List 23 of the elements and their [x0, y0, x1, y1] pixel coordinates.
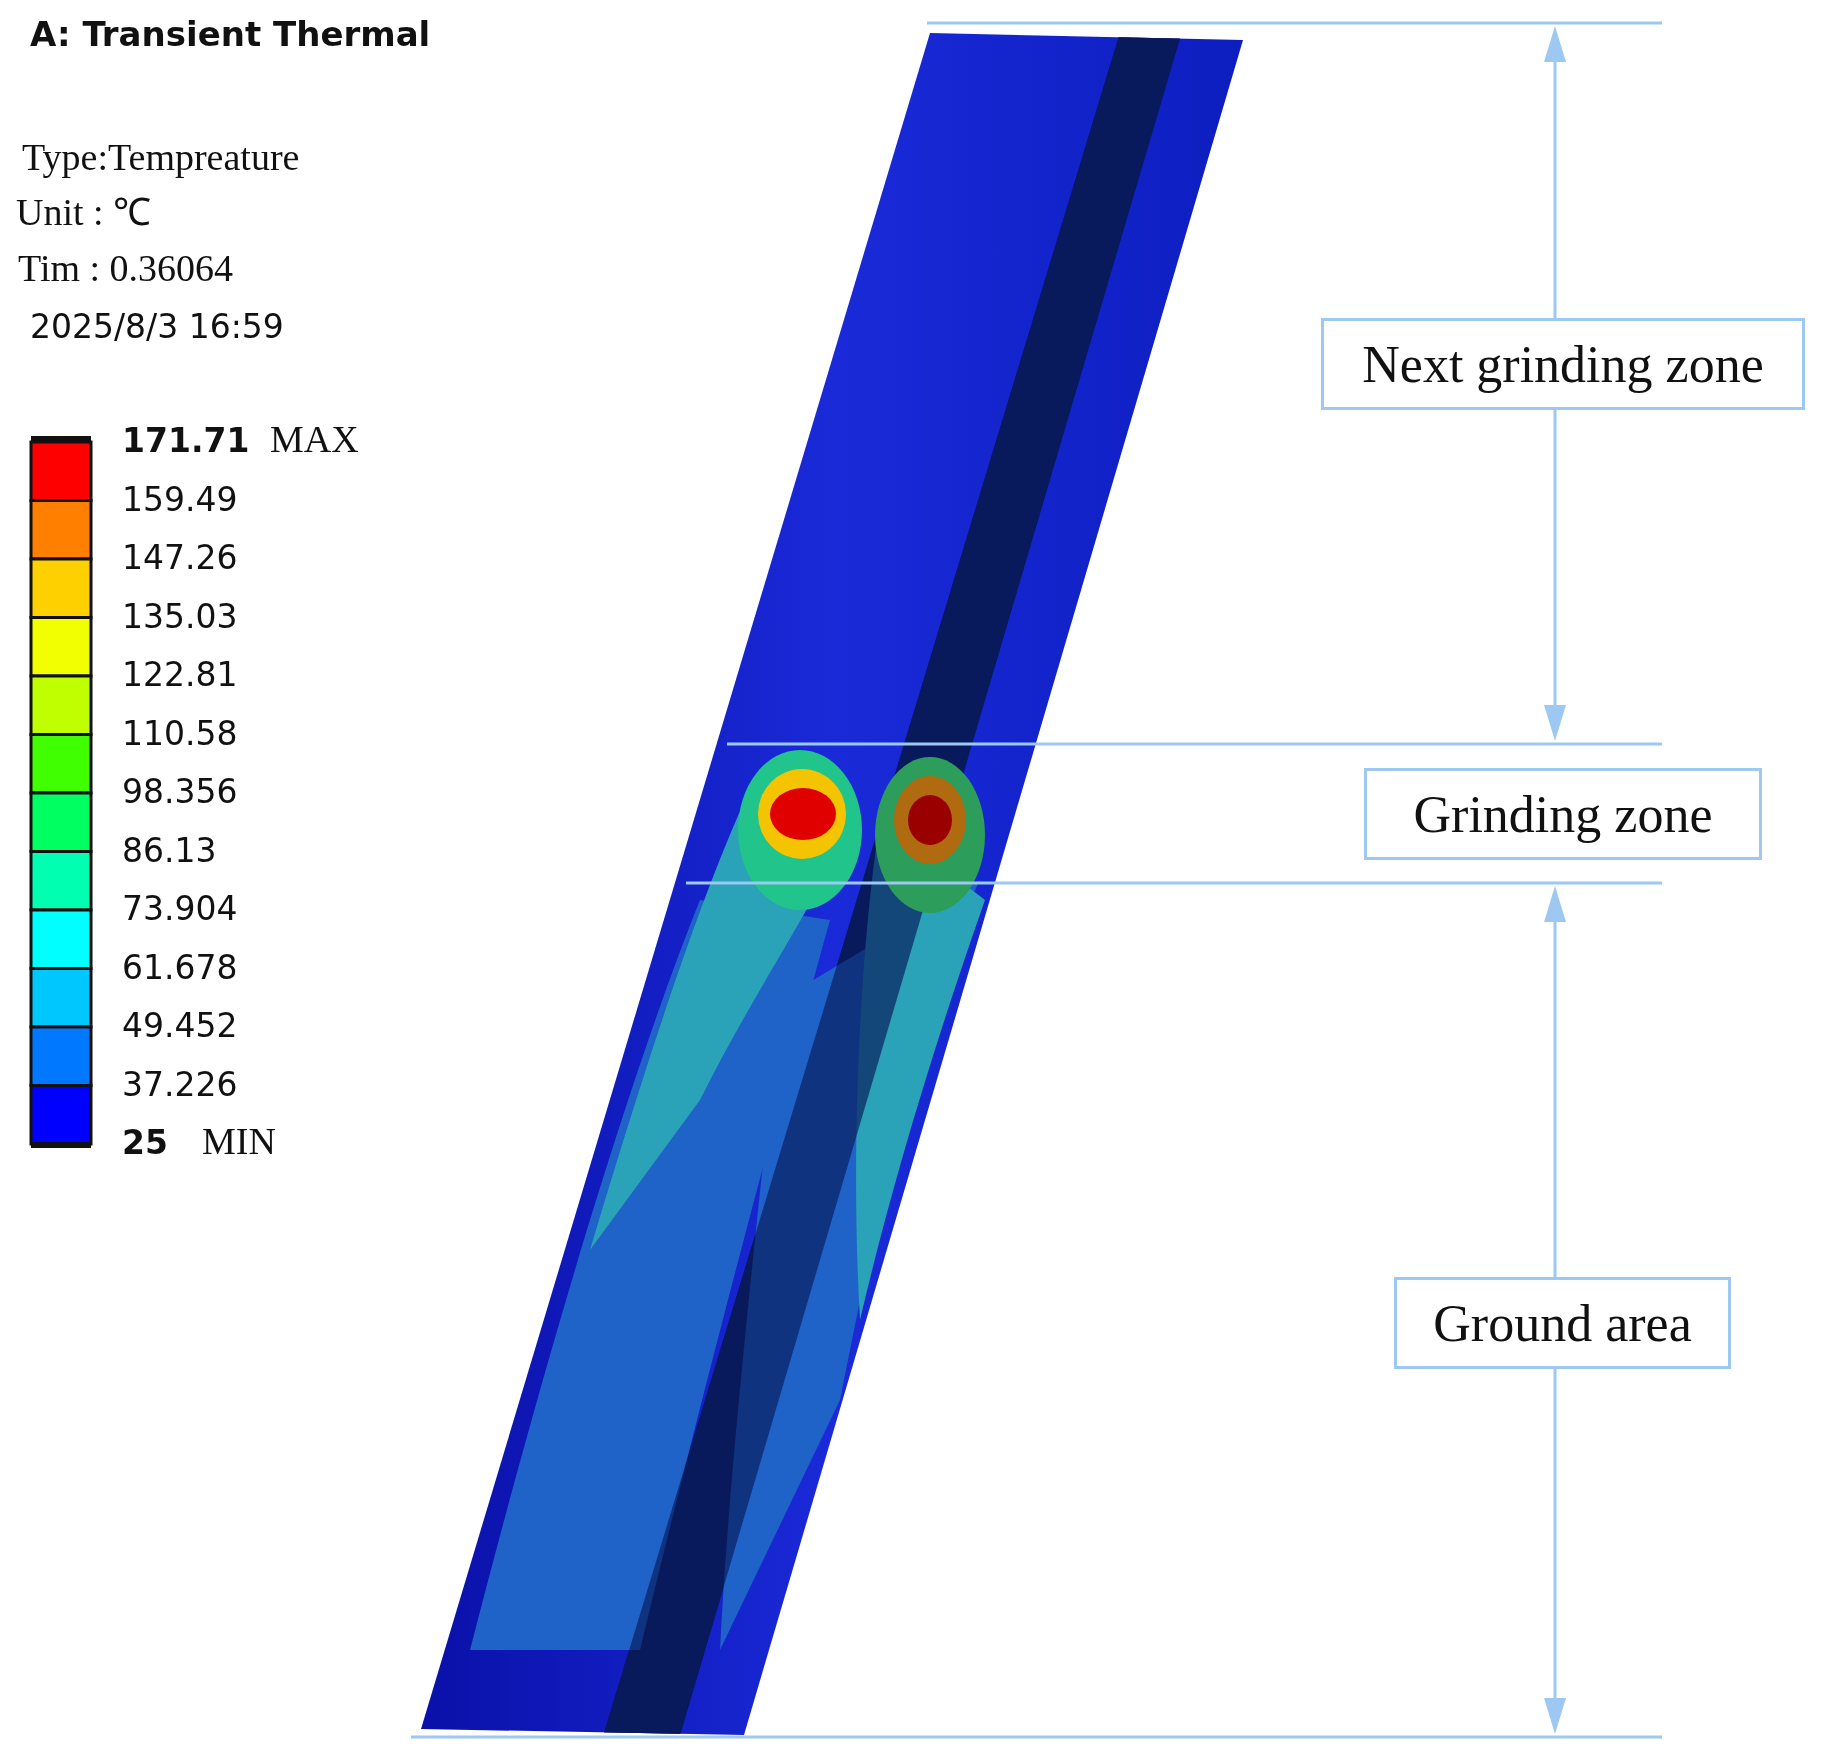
scale-value: 25	[122, 1126, 168, 1159]
scale-value: 86.13	[122, 833, 217, 867]
zone-label-box: Next grinding zone	[1321, 318, 1805, 410]
scale-value: 159.49	[122, 482, 238, 516]
info-text: Unit : ℃	[16, 193, 152, 231]
scale-value: 98.356	[122, 775, 238, 808]
scale-value: 110.58	[122, 716, 238, 750]
scale-value: 37.226	[122, 1067, 238, 1101]
info-text: Type:Tempreature	[22, 138, 300, 176]
scale-value: 73.904	[122, 892, 238, 925]
title: A: Transient Thermal	[30, 14, 431, 54]
scale-value: 147.26	[122, 541, 238, 574]
scale-value: 122.81	[122, 658, 238, 691]
info-text: 2025/8/3 16:59	[30, 310, 284, 343]
info-text: Tim : 0.36064	[18, 249, 234, 287]
scale-value: 61.678	[122, 950, 238, 984]
scale-value: MIN	[202, 1122, 276, 1160]
scale-value: 171.71	[122, 424, 250, 457]
scale-value: 135.03	[122, 599, 238, 633]
zone-label-box: Ground area	[1394, 1277, 1731, 1369]
scale-value: 49.452	[122, 1009, 238, 1042]
zone-label-box: Grinding zone	[1364, 768, 1762, 860]
scale-value: MAX	[270, 420, 359, 458]
